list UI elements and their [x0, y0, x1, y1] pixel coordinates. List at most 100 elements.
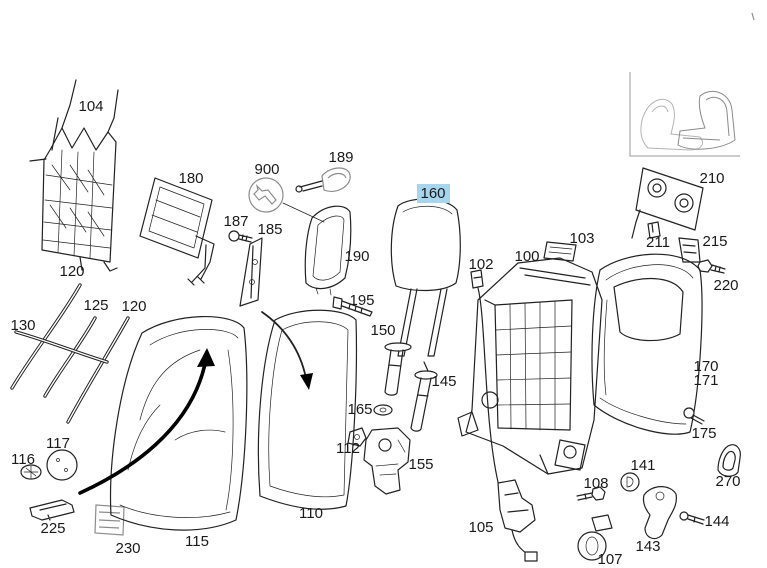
part-270-ring: [717, 444, 741, 477]
callout-112: 112: [336, 440, 360, 457]
part-102: [470, 269, 499, 483]
part-195-shaft: [341, 300, 373, 317]
part-100-frame: [457, 257, 603, 475]
arrow-head: [300, 373, 313, 390]
part-108-head: [591, 486, 606, 501]
part-155-detail: [375, 439, 406, 476]
part-108-shaft: [576, 492, 593, 501]
part-150-flange: [384, 342, 412, 352]
part-185-hole: [252, 259, 258, 265]
callout-165: 165: [347, 401, 372, 418]
part-103-hatch: [548, 246, 573, 255]
inset-thumbnail: [629, 72, 740, 157]
part-190: [304, 205, 352, 296]
callout-104: 104: [78, 98, 103, 115]
callout-120-right: 120: [121, 298, 146, 315]
callout-171: 171: [693, 372, 718, 389]
part-117: [46, 449, 78, 481]
callout-175: 175: [691, 425, 716, 442]
part-105-motor: [497, 479, 536, 533]
part-155: [363, 427, 411, 495]
callout-270: 270: [715, 473, 740, 490]
part-185: [239, 237, 263, 307]
part-144-shaft: [687, 514, 705, 525]
arrow-shaft: [261, 311, 307, 379]
part-185-hole: [249, 279, 255, 285]
part-112-hole: [354, 434, 360, 440]
callout-116: 116: [11, 451, 35, 468]
callout-150: 150: [370, 322, 395, 339]
part-187-head: [228, 230, 240, 242]
part-141: [620, 472, 640, 492]
part-105-wire: [511, 529, 527, 554]
part-175-shaft: [690, 414, 705, 425]
part-185-outline: [239, 237, 263, 307]
part-211: [647, 221, 661, 239]
part-105: [497, 479, 538, 562]
frame-mesh-border: [494, 299, 573, 431]
part-165-hole: [379, 407, 387, 413]
headrest-rods: [397, 288, 448, 357]
part-143-hole: [655, 491, 665, 501]
part-160-headrest: [390, 198, 461, 357]
part-141-cap: [620, 472, 640, 492]
part-116-body: [20, 464, 42, 480]
part-155-body: [363, 427, 411, 495]
part-210-speaker: [647, 178, 667, 198]
inset-frame: [629, 72, 740, 157]
part-210: [631, 167, 704, 239]
part-189-pouch: [321, 167, 351, 192]
part-210-speaker: [674, 193, 694, 213]
part-175-head: [683, 407, 695, 419]
part-210-wire: [631, 209, 641, 239]
part-115-cushion: [109, 315, 248, 531]
part-187-shaft: [238, 234, 253, 243]
callout-190: 190: [344, 248, 369, 265]
part-150-tube: [384, 349, 404, 396]
callout-117: 117: [46, 435, 70, 452]
part-107-end: [585, 536, 599, 556]
callout-211: 211: [646, 234, 670, 251]
part-900-wrench-icon: [248, 177, 325, 223]
corner-mark: [751, 12, 755, 21]
wrench-leader-line: [282, 202, 325, 223]
part-108: [576, 486, 606, 501]
part-187: [228, 230, 253, 243]
part-143: [642, 486, 677, 540]
part-112-body: [347, 427, 367, 447]
part-144-head: [679, 511, 689, 521]
cover-inner: [268, 321, 349, 498]
part-225: [29, 499, 75, 521]
part-189: [295, 167, 351, 193]
callout-180: 180: [178, 170, 203, 187]
frame-gear: [563, 445, 577, 459]
part-141-mark: [626, 476, 634, 488]
part-270: [717, 444, 741, 477]
callout-103: 103: [569, 230, 594, 247]
wrench-icon: [253, 184, 277, 205]
callout-115: 115: [185, 533, 209, 550]
headrest-outline: [390, 198, 461, 292]
part-225-clip: [29, 499, 75, 521]
callout-170: 170: [693, 358, 718, 375]
headrest-seam: [402, 205, 453, 215]
assembly-arrow-115: [78, 348, 215, 495]
part-165: [373, 404, 393, 416]
arrow-head: [197, 348, 215, 367]
part-165-washer: [373, 404, 393, 416]
part-125-wire: [43, 316, 97, 398]
callout-230: 230: [115, 540, 140, 557]
callout-120-left: 120: [59, 263, 84, 280]
part-117-dot: [64, 468, 68, 472]
wire-inner: [44, 317, 96, 397]
part-180-cable: [187, 235, 215, 286]
frame-brackets: [457, 411, 586, 475]
part-117-disc: [46, 449, 78, 481]
callout-145: 145: [431, 373, 456, 390]
inset-seat-faded: [640, 98, 704, 151]
arrow-shaft: [78, 362, 207, 495]
callout-195: 195: [349, 292, 374, 309]
callout-144: 144: [704, 513, 729, 530]
frame-gear: [481, 391, 499, 409]
